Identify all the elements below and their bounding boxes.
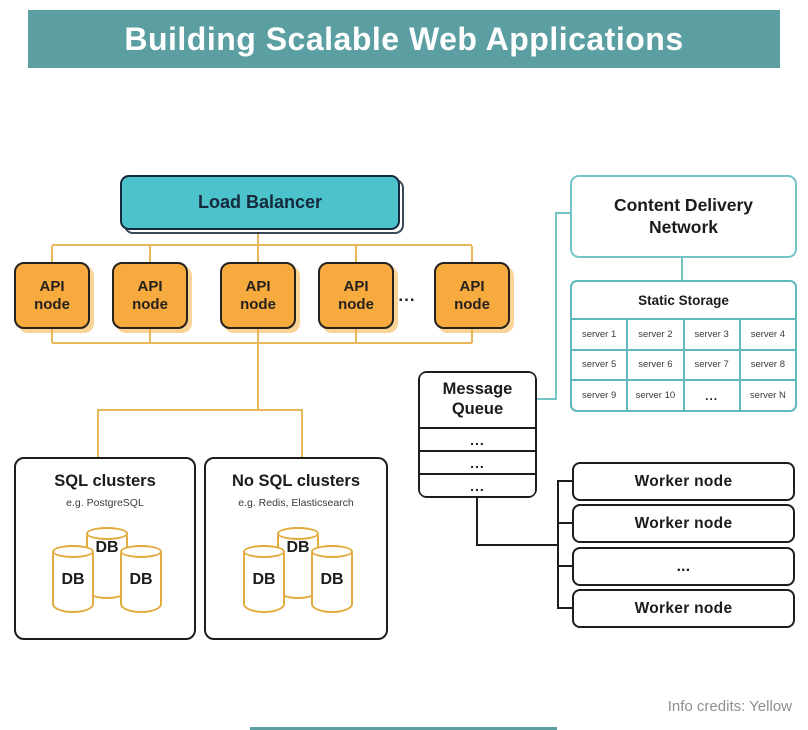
info-credits: Info credits: Yellow [667, 698, 792, 715]
message-queue-item: ... [420, 475, 535, 496]
connector-worker2-stub [557, 522, 572, 524]
connector-api5-bottom [471, 329, 473, 343]
server-cell: server 7 [684, 350, 739, 380]
title-banner: Building Scalable Web Applications [28, 10, 780, 68]
connector-worker1-stub [557, 480, 572, 482]
worker-node-ellipsis: ... [572, 547, 795, 586]
load-balancer-box: Load Balancer [120, 175, 400, 230]
cdn-box: Content Delivery Network [570, 175, 797, 258]
api-node-label: API node [338, 277, 374, 313]
cylinder-top [311, 545, 353, 558]
server-cell: server 2 [628, 320, 683, 349]
worker-node-2: Worker node [572, 504, 795, 543]
connector-mq-cdn-vertical [555, 213, 557, 400]
api-node-label: API node [34, 277, 70, 313]
connector-cdn-stub [555, 212, 572, 214]
api-node-2: API node [112, 262, 188, 329]
server-cell: server 3 [684, 320, 739, 349]
load-balancer-label: Load Balancer [197, 192, 323, 212]
database-cylinder-icon [52, 545, 94, 613]
server-cell: server N [740, 381, 795, 410]
bottom-accent-strip [250, 727, 557, 730]
connector-lb-drop [257, 230, 259, 245]
connector-api1-bottom [51, 329, 53, 343]
nosql-clusters-title: No SQL clusters [231, 472, 361, 490]
db-label: DB [95, 539, 119, 556]
server-cell: server 6 [628, 350, 683, 380]
worker-node-3: Worker node [572, 589, 795, 628]
connector-api4-top [355, 246, 357, 262]
connector-mq-worker-horizontal [476, 544, 558, 546]
api-node-5: API node [434, 262, 510, 329]
static-storage-box: Static Storage server 1 server 2 server … [570, 280, 797, 412]
server-cell-ellipsis: ... [684, 381, 739, 410]
message-queue-title: Message Queue [420, 373, 535, 427]
nosql-clusters-box: No SQL clusters e.g. Redis, Elasticsearc… [204, 457, 388, 640]
connector-db-horizontal [97, 409, 303, 411]
api-node-label: API node [132, 277, 168, 313]
server-cell: server 4 [740, 320, 795, 349]
api-node-label: API node [454, 277, 490, 313]
message-queue-item: ... [420, 452, 535, 473]
sql-clusters-title: SQL clusters [54, 472, 156, 490]
cylinder-top [52, 545, 94, 558]
connector-api4-bottom [355, 329, 357, 343]
api-node-1: API node [14, 262, 90, 329]
connector-api2-bottom [149, 329, 151, 343]
database-cylinder-icon [120, 545, 162, 613]
connector-api3-bottom [257, 329, 259, 343]
cylinder-top [277, 527, 319, 540]
nosql-clusters-subtitle: e.g. Redis, Elasticsearch [238, 497, 354, 509]
connector-api5-top [471, 246, 473, 262]
db-label: DB [61, 571, 85, 588]
api-node-4: API node [318, 262, 394, 329]
server-cell: server 8 [740, 350, 795, 380]
connector-db-drop [257, 344, 259, 410]
connector-api1-top [51, 246, 53, 262]
db-label: DB [286, 539, 310, 556]
connector-mq-cdn-horizontal [537, 398, 557, 400]
connector-api-bottom-horizontal [52, 342, 472, 344]
sql-clusters-box: SQL clusters e.g. PostgreSQL DB DB DB [14, 457, 196, 640]
cylinder-top [243, 545, 285, 558]
connector-api-top-horizontal [52, 244, 472, 246]
connector-worker3-stub [557, 565, 572, 567]
message-queue-item: ... [420, 429, 535, 450]
cylinder-top [120, 545, 162, 558]
connector-worker-bus [557, 480, 559, 609]
db-label: DB [320, 571, 344, 588]
sql-clusters-subtitle: e.g. PostgreSQL [66, 497, 144, 509]
db-label: DB [252, 571, 276, 588]
api-nodes-ellipsis: ... [398, 286, 416, 305]
connector-sql-drop [97, 411, 99, 457]
connector-cdn-storage [681, 258, 683, 280]
server-cell: server 10 [628, 381, 683, 410]
api-node-label: API node [240, 277, 276, 313]
connector-api3-top [257, 246, 259, 262]
db-label: DB [129, 571, 153, 588]
connector-nosql-drop [301, 411, 303, 457]
connector-api2-top [149, 246, 151, 262]
server-cell: server 9 [572, 381, 627, 410]
cdn-label: Content Delivery Network [613, 194, 754, 237]
connector-mq-drop [476, 497, 478, 545]
database-cylinder-icon [311, 545, 353, 613]
connector-worker4-stub [557, 607, 572, 609]
server-cell: server 1 [572, 320, 627, 349]
server-cell: server 5 [572, 350, 627, 380]
message-queue-box: Message Queue ... ... ... [418, 371, 537, 498]
static-storage-title: Static Storage [572, 282, 795, 318]
page-title: Building Scalable Web Applications [124, 20, 684, 57]
cylinder-top [86, 527, 128, 540]
worker-node-1: Worker node [572, 462, 795, 501]
static-storage-grid: server 1 server 2 server 3 server 4 serv… [572, 320, 795, 410]
database-cylinder-icon [243, 545, 285, 613]
api-node-3: API node [220, 262, 296, 329]
